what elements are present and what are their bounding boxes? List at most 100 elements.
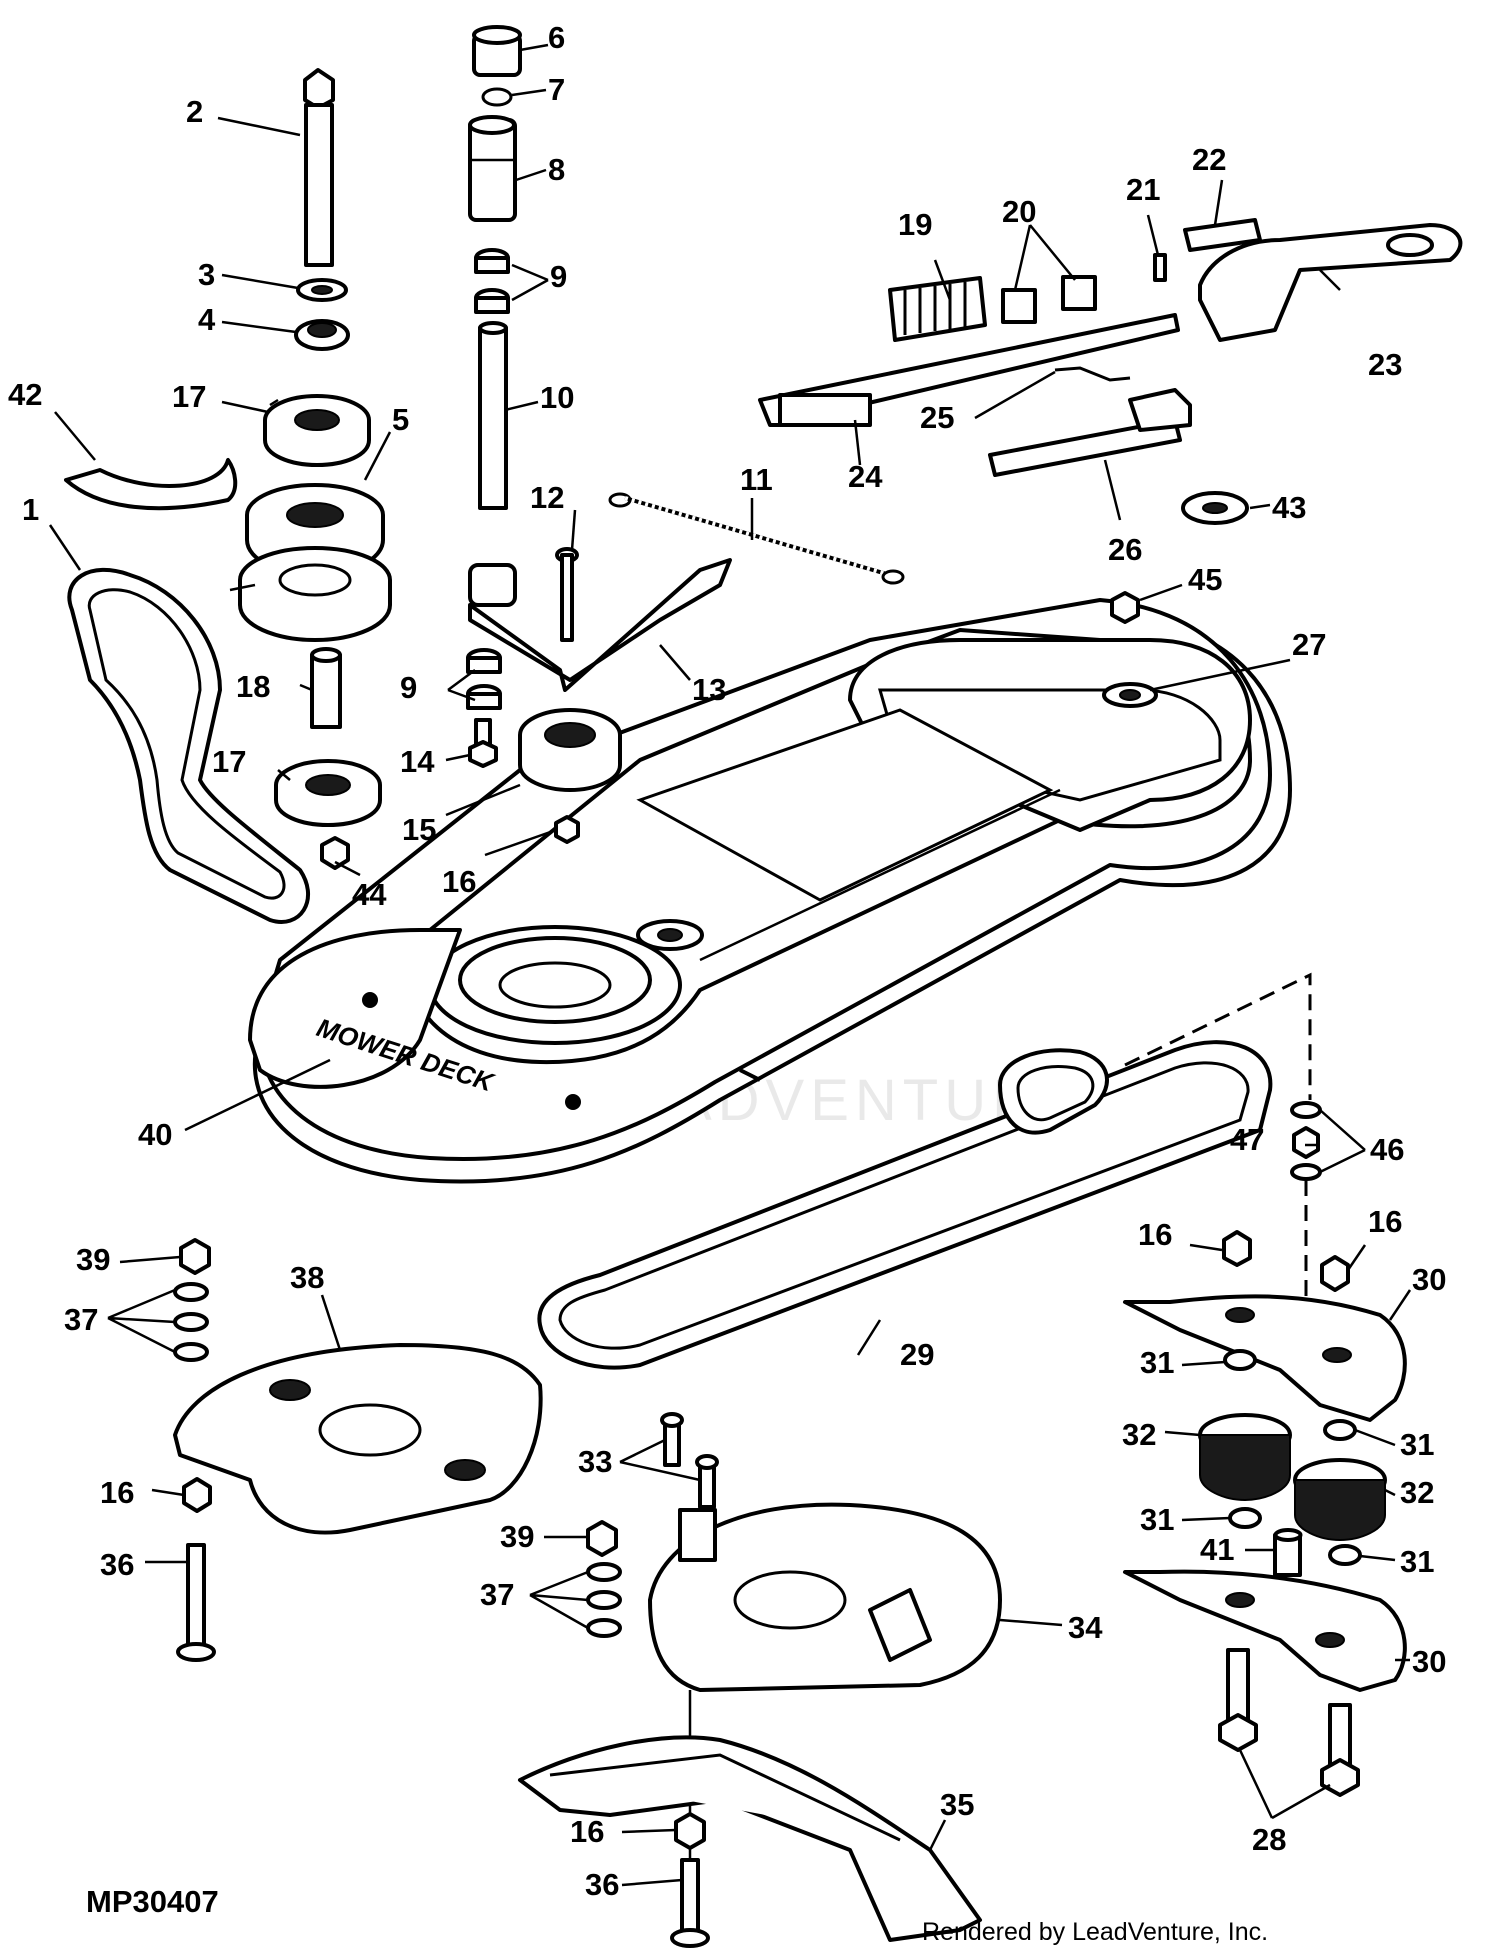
callout-16-right2: 16: [1368, 1204, 1402, 1239]
callout-27: 27: [1292, 627, 1326, 662]
rod-24: [758, 313, 1180, 427]
spacers-31: [1223, 1349, 1362, 1566]
callout-31-b: 31: [1400, 1427, 1434, 1462]
bar-26: [988, 388, 1192, 477]
callout-17-top: 17: [172, 379, 206, 414]
bushings-9-bottom: [466, 648, 502, 710]
callout-47: 47: [1230, 1122, 1264, 1157]
callout-10: 10: [540, 380, 574, 415]
callout-18: 18: [236, 669, 270, 704]
callout-37-left: 37: [64, 1302, 98, 1337]
callout-16-center: 16: [570, 1814, 604, 1849]
callout-35: 35: [940, 1787, 974, 1822]
bracket-30-bottom: [1123, 1569, 1407, 1692]
bolts-28: [1218, 1648, 1360, 1797]
callout-34: 34: [1068, 1610, 1103, 1645]
callout-9-top: 9: [550, 259, 567, 294]
leader-lines: [48, 43, 1412, 1887]
callout-2: 2: [186, 94, 203, 129]
callout-30-bottom: 30: [1412, 1644, 1446, 1679]
bolt-36-left: [176, 1543, 216, 1662]
plate-38: [173, 1343, 543, 1535]
callout-39-center: 39: [500, 1519, 534, 1554]
belt-29: [537, 1040, 1273, 1370]
bracket-30-top: [1123, 1294, 1407, 1422]
callout-16-right1: 16: [1138, 1217, 1172, 1252]
washer-43: [1181, 491, 1249, 525]
callout-40: 40: [138, 1117, 172, 1152]
link-25: [1054, 366, 1131, 382]
bushing-8: [468, 115, 517, 222]
pin-21: [1153, 253, 1167, 282]
nuts-16-right: [1222, 1230, 1350, 1292]
callout-42: 42: [8, 377, 42, 412]
callout-7: 7: [548, 72, 565, 107]
washers-46-nut-47: [1290, 1101, 1322, 1181]
callout-32-a: 32: [1122, 1417, 1156, 1452]
callout-28: 28: [1252, 1822, 1286, 1857]
blocks-20: [1001, 275, 1097, 324]
callout-31-d: 31: [1400, 1544, 1434, 1579]
bolt-2: [303, 68, 335, 267]
callout-11: 11: [740, 462, 773, 497]
callout-9-bottom: 9: [400, 670, 417, 705]
callout-37-center: 37: [480, 1577, 514, 1612]
bearing-17-bottom: [274, 759, 382, 827]
callout-3: 3: [198, 257, 215, 292]
washers-37-left: [173, 1282, 209, 1362]
belt-1: [67, 568, 311, 924]
callout-20: 20: [1002, 194, 1036, 229]
mower-deck: MOWER DECK: [248, 598, 1292, 1184]
bushings-9-top: [474, 248, 510, 314]
deck-dash-line: [1124, 972, 1312, 1100]
bolts-33: [660, 1412, 719, 1509]
callout-45: 45: [1188, 562, 1222, 597]
credit-text: Rendered by LeadVenture, Inc.: [922, 1918, 1269, 1946]
callout-24: 24: [848, 459, 883, 494]
callout-36-left: 36: [100, 1547, 134, 1582]
callout-22: 22: [1192, 142, 1226, 177]
bolt-14: [468, 718, 498, 768]
idler-pulley-15: [518, 708, 622, 792]
diagram-code: MP30407: [86, 1884, 219, 1919]
plate-34: [648, 1502, 1002, 1692]
callout-46: 46: [1370, 1132, 1404, 1167]
callout-4: 4: [198, 302, 216, 337]
callout-13: 13: [692, 672, 726, 707]
bushing-4: [294, 319, 350, 351]
shaft-10: [478, 321, 508, 510]
washers-37-center: [586, 1562, 622, 1638]
spring-11: [608, 492, 905, 585]
callout-26: 26: [1108, 532, 1142, 567]
callout-5: 5: [392, 402, 409, 437]
idlers-32: [1198, 1413, 1387, 1542]
spacer-18: [310, 647, 342, 729]
callout-39-left: 39: [76, 1242, 110, 1277]
nut-39-center: [586, 1520, 618, 1557]
spring-19: [888, 276, 987, 342]
nut-39-left: [179, 1238, 211, 1275]
callout-1: 1: [22, 492, 39, 527]
nut-16-idler: [554, 815, 580, 844]
callout-19: 19: [898, 207, 932, 242]
washer-3: [296, 278, 348, 302]
callout-15: 15: [402, 812, 436, 847]
callout-16-left: 16: [100, 1475, 134, 1510]
bolt-12: [555, 547, 579, 642]
callout-43: 43: [1272, 490, 1306, 525]
callout-36-center: 36: [585, 1867, 619, 1902]
callout-38: 38: [290, 1260, 324, 1295]
callout-31-a: 31: [1140, 1345, 1174, 1380]
clip-7: [481, 87, 513, 107]
callout-12: 12: [530, 480, 564, 515]
callout-23: 23: [1368, 347, 1402, 382]
callout-41: 41: [1200, 1532, 1234, 1567]
cap-6: [472, 25, 522, 77]
bolt-36-center: [670, 1858, 710, 1948]
bracket-23: [1198, 223, 1463, 342]
nut-44: [320, 836, 350, 870]
skid-35: [518, 1735, 982, 1942]
callouts: 1 2 3 4 5 6 7 8 9 9 10 11 12 13 14 15 16…: [8, 20, 1446, 1902]
shield-42: [64, 458, 238, 511]
